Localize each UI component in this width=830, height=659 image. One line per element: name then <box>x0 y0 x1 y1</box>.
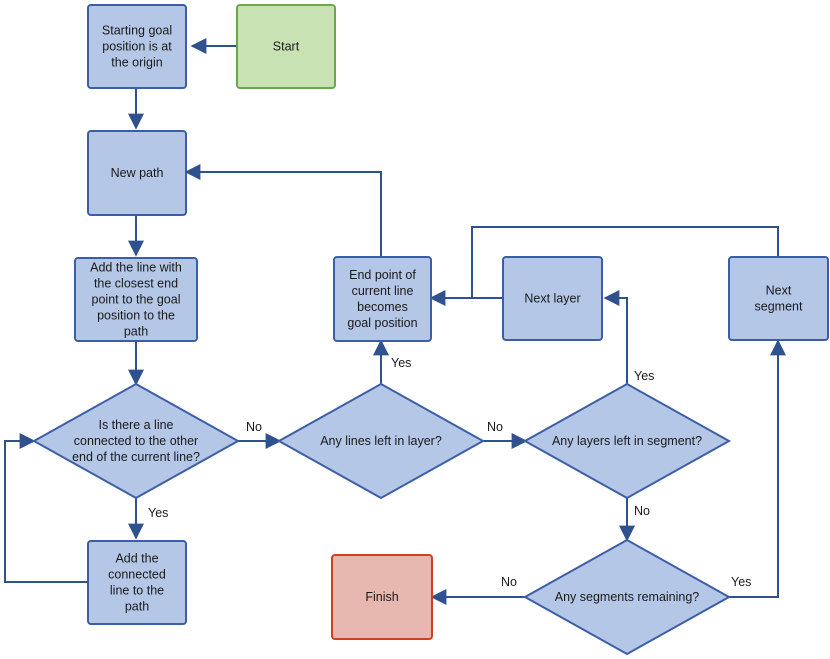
edge-next-segment-to-end-point <box>471 226 779 298</box>
node-label-is-connected-line-1: Is there a line <box>98 418 173 432</box>
node-is-connected-diamond <box>31 382 241 500</box>
edge-end-point-to-new-path <box>184 164 382 257</box>
edge-segments-left-yes-to-next-segment <box>729 339 786 598</box>
node-label-lines-left-line-1: Any lines left in layer? <box>320 434 442 448</box>
node-label-add-closest-line-5: path <box>124 325 148 339</box>
node-label-end-point-line-3: becomes <box>357 300 408 314</box>
node-label-add-connected-line-3: line to the <box>110 584 164 598</box>
node-layers-left-diamond <box>522 382 732 500</box>
node-next-layer-box <box>502 256 603 341</box>
edge-add-connected-loop <box>4 433 88 583</box>
node-label-add-closest-line-2: the closest end <box>94 277 178 291</box>
edge-label-segments-no: No <box>501 575 517 589</box>
edge-label-layers-no: No <box>634 504 650 518</box>
node-end-point-box <box>333 256 432 342</box>
node-label-add-connected-line-2: connected <box>108 568 166 582</box>
edge-label-connected-no: No <box>246 420 262 434</box>
node-label-segments-left-line-1: Any segments remaining? <box>555 590 700 604</box>
node-label-add-closest-line-1: Add the line with <box>90 261 182 275</box>
node-label-next-layer-line-1: Next layer <box>524 292 580 306</box>
node-label-origin-line-3: the origin <box>111 56 162 70</box>
node-add-closest-box <box>74 257 198 342</box>
edge-label-layers-yes: Yes <box>634 369 654 383</box>
edge-label-lines-yes: Yes <box>391 356 411 370</box>
node-label-add-connected-line-4: path <box>125 600 149 614</box>
node-label-add-connected-line-1: Add the <box>115 552 158 566</box>
edge-label-connected-yes: Yes <box>148 506 168 520</box>
edge-label-lines-no: No <box>487 420 503 434</box>
node-label-next-segment-line-1: Next <box>766 284 792 298</box>
node-label-layers-left-line-1: Any layers left in segment? <box>552 434 702 448</box>
node-lines-left-diamond <box>276 382 486 500</box>
edge-layers-left-yes-to-next-layer <box>603 290 628 384</box>
node-label-origin-line-1: Starting goal <box>102 24 172 38</box>
node-new-path-box <box>87 130 187 216</box>
node-finish-box <box>331 554 433 640</box>
node-segments-left-diamond <box>522 538 732 656</box>
node-label-finish-line-1: Finish <box>365 590 398 604</box>
node-start-box <box>236 4 336 89</box>
node-label-origin-line-2: position is at <box>102 40 172 54</box>
node-label-next-segment-line-2: segment <box>755 300 803 314</box>
node-label-is-connected-line-2: connected to the other <box>74 434 198 448</box>
node-add-connected-box <box>87 540 187 625</box>
node-label-add-closest-line-3: point to the goal <box>92 293 181 307</box>
node-label-start-line-1: Start <box>273 40 300 54</box>
node-label-add-closest-line-4: position to the <box>97 309 175 323</box>
node-origin-box <box>87 4 187 89</box>
node-next-segment-box <box>728 256 829 341</box>
node-label-new-path-line-1: New path <box>111 166 164 180</box>
node-label-end-point-line-2: current line <box>352 284 414 298</box>
edge-label-segments-yes: Yes <box>731 575 751 589</box>
node-label-end-point-line-1: End point of <box>349 268 416 282</box>
node-label-end-point-line-4: goal position <box>347 316 417 330</box>
node-label-is-connected-line-3: end of the current line? <box>72 450 200 464</box>
